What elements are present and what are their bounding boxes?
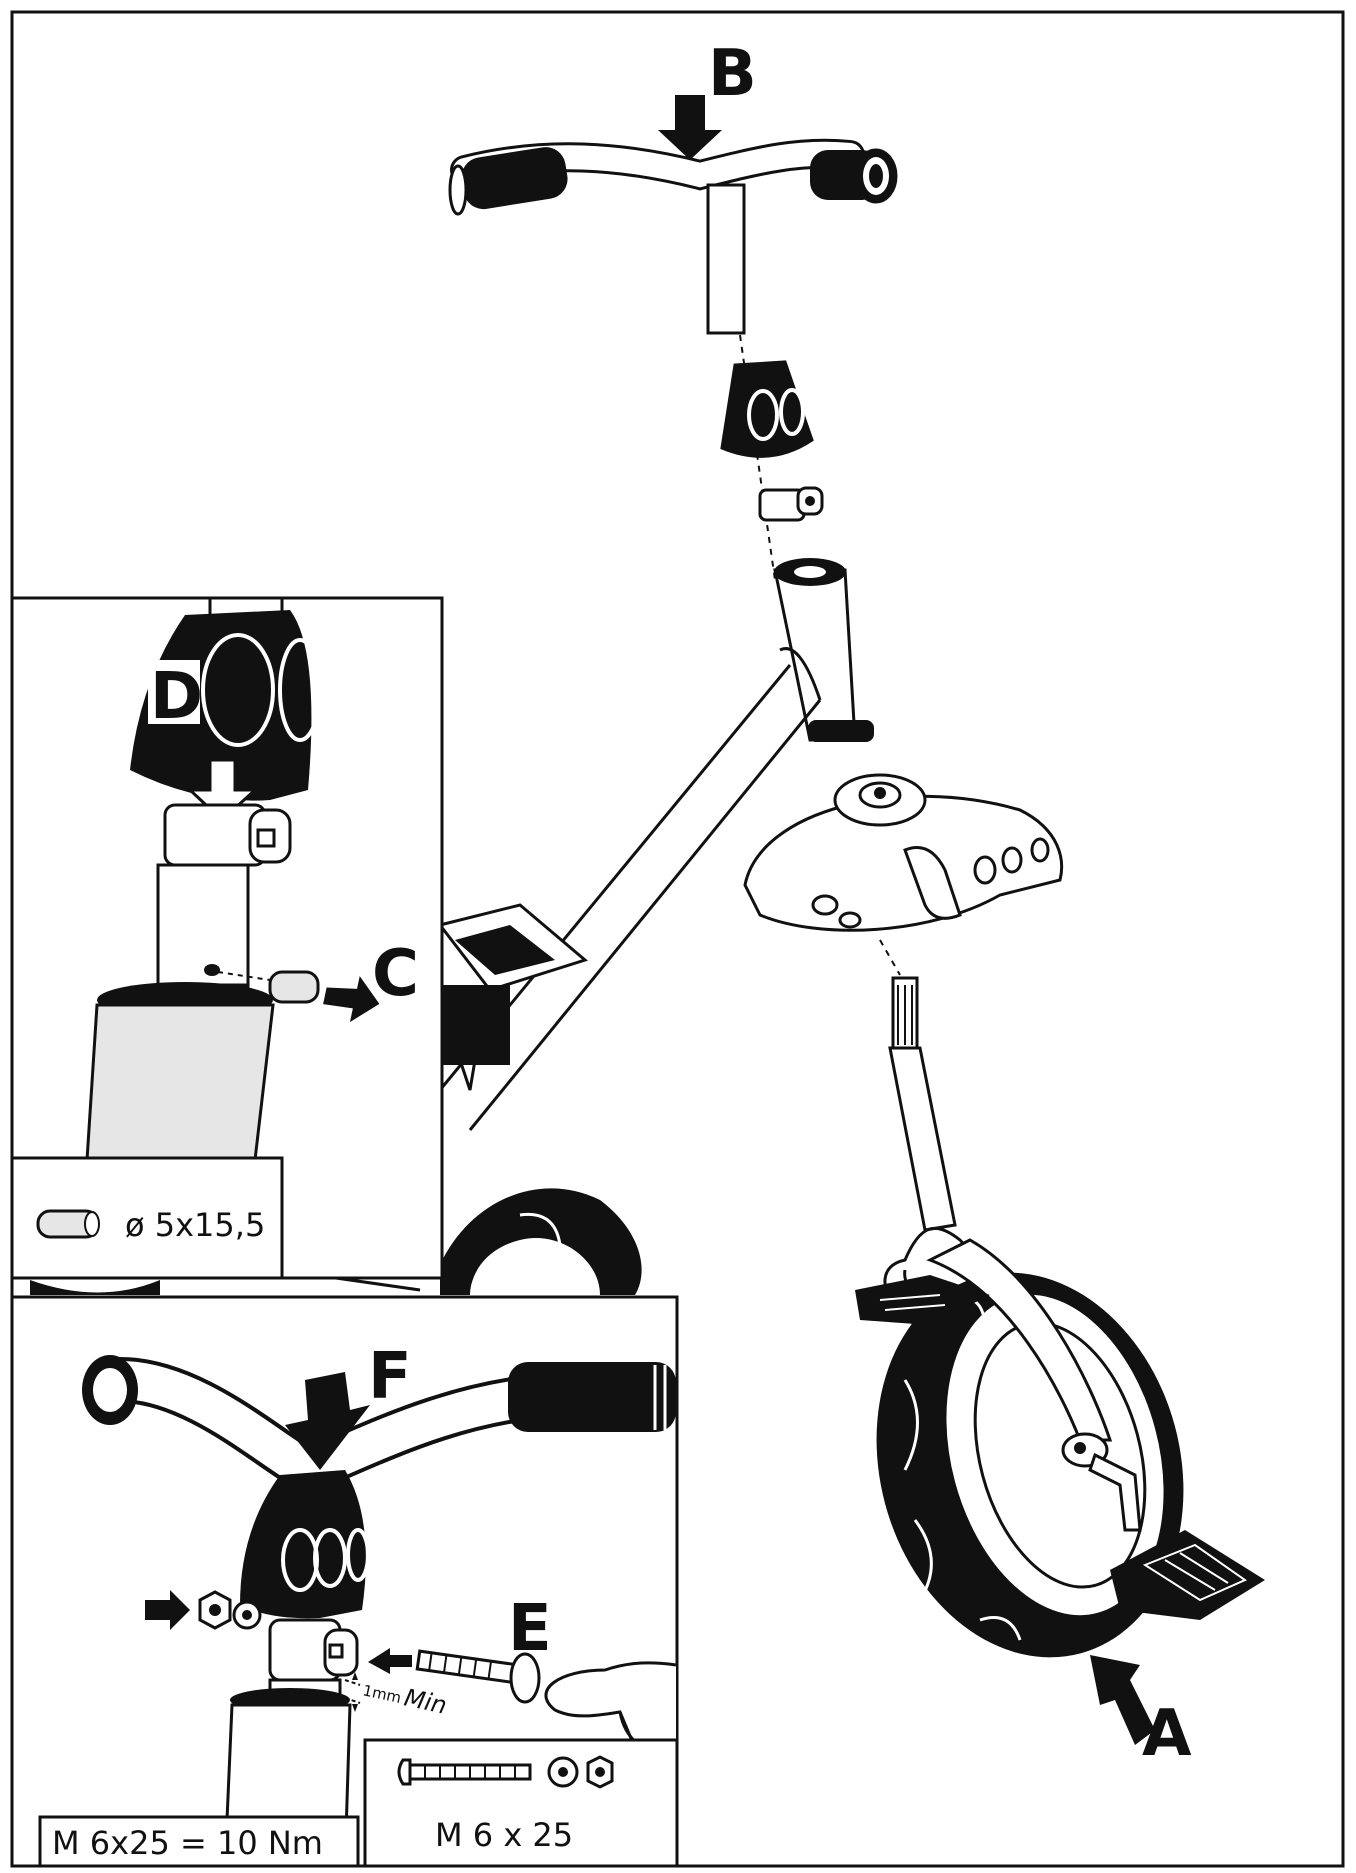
label-b: B xyxy=(708,37,757,111)
arrow-f xyxy=(285,1372,370,1470)
bolt-spec: M 6 x 25 xyxy=(435,1816,573,1854)
horn-dome xyxy=(743,773,1064,932)
head-tube xyxy=(773,558,874,742)
arrow-a xyxy=(1090,1655,1155,1745)
handlebar-stem xyxy=(706,183,746,335)
label-a: A xyxy=(1142,1697,1192,1771)
label-f: F xyxy=(368,1340,412,1414)
wheel-hub xyxy=(1061,1432,1142,1532)
spacer-spec: ø 5x15,5 xyxy=(125,1206,265,1244)
front-pedal xyxy=(1110,1530,1265,1620)
inset-spacer-detail: C D ø 5x15,5 xyxy=(10,596,444,1280)
arrow-b xyxy=(658,95,722,160)
headset-cap xyxy=(720,360,814,458)
left-grip xyxy=(461,147,568,210)
inset-bolt-detail: F E 1mm xyxy=(10,1295,679,1868)
label-c: C xyxy=(372,937,419,1011)
fork-steerer xyxy=(888,976,957,1232)
label-e: E xyxy=(508,1592,552,1666)
main-exploded-view xyxy=(30,95,1265,1745)
clamp-part xyxy=(758,486,824,522)
label-d: D xyxy=(150,660,203,734)
handlebar xyxy=(448,138,898,335)
front-wheel xyxy=(876,1272,1184,1658)
left-grip-end xyxy=(448,164,468,216)
spacer-part xyxy=(268,970,320,1004)
torque-spec: M 6x25 = 10 Nm xyxy=(52,1824,323,1862)
rear-pedal xyxy=(855,1275,990,1325)
frame-bracket xyxy=(437,903,589,1091)
inset-right-grip xyxy=(508,1362,676,1432)
arrow-c xyxy=(323,976,380,1023)
bolt-spec-icon xyxy=(397,1755,614,1789)
